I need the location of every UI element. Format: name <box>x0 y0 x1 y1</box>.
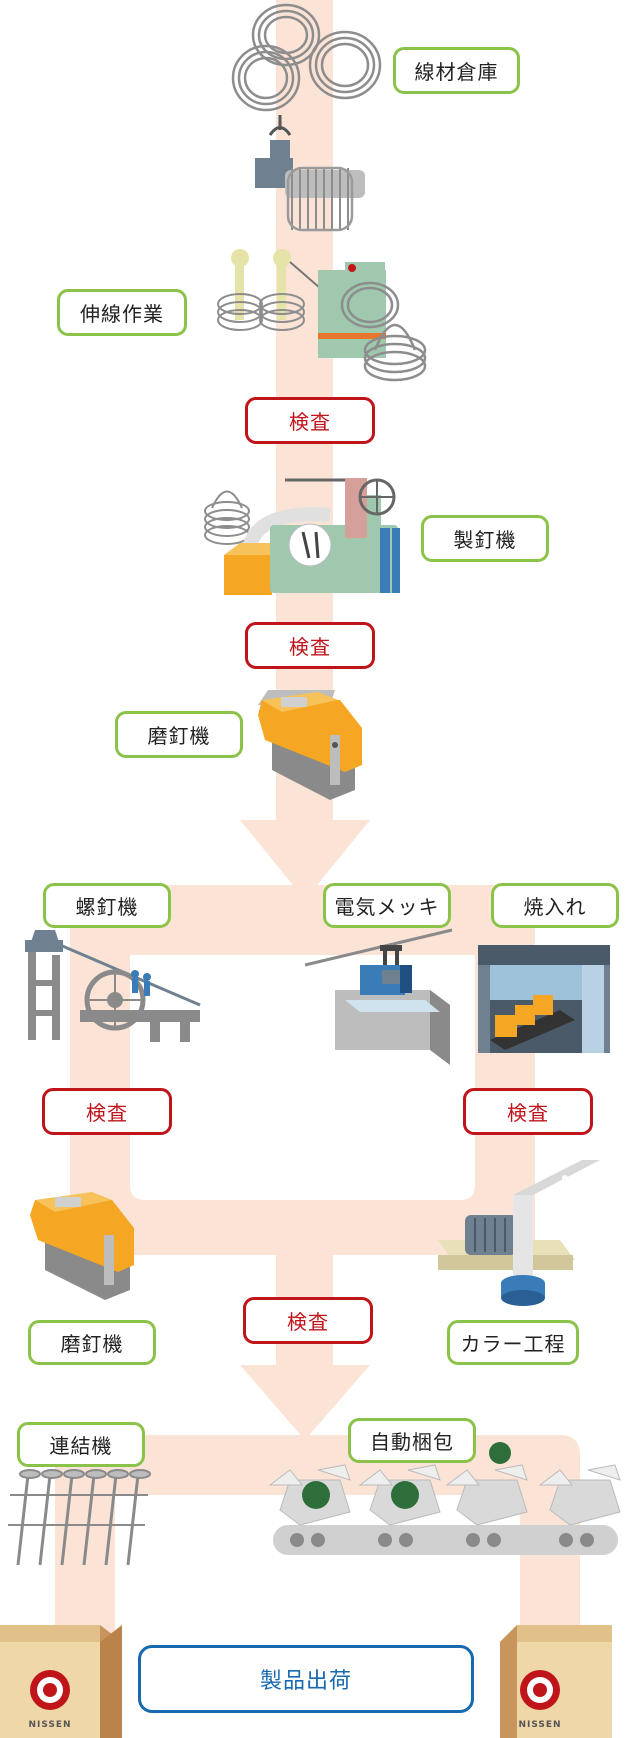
electroplating-tank-icon <box>304 928 453 1065</box>
flow-band <box>55 0 580 1640</box>
nail-polisher-icon <box>258 690 362 800</box>
coil-crane-icon <box>255 115 365 232</box>
step-quenching: 焼入れ <box>491 883 619 928</box>
step-polishing-2: 磨釘機 <box>28 1320 156 1365</box>
nail-making-machine-icon <box>204 478 400 595</box>
quenching-furnace-icon <box>478 945 610 1053</box>
inspection-3: 検査 <box>42 1088 172 1135</box>
step-nail-making: 製釘機 <box>421 515 549 562</box>
box-brand-left: NISSEN <box>28 1720 71 1730</box>
packing-conveyor-icon <box>268 1442 621 1555</box>
step-screw-nail: 螺釘機 <box>43 883 171 928</box>
nail-polisher-icon-2 <box>30 1192 134 1300</box>
color-coating-machine-icon <box>438 1160 600 1306</box>
product-box-right-icon <box>500 1625 612 1738</box>
wire-drawing-machine-icon <box>217 249 427 382</box>
product-box-left-icon <box>0 1625 122 1738</box>
screw-nail-machine-icon <box>25 930 201 1042</box>
step-auto-packing: 自動梱包 <box>348 1418 476 1463</box>
step-shipping: 製品出荷 <box>138 1645 474 1713</box>
inspection-4: 検査 <box>463 1088 593 1135</box>
step-wire-drawing: 伸線作業 <box>57 289 187 336</box>
inspection-5: 検査 <box>243 1297 373 1344</box>
wire-coils-icon <box>231 3 382 112</box>
collated-nails-icon <box>8 1469 151 1566</box>
step-polishing-1: 磨釘機 <box>115 711 243 758</box>
step-electroplating: 電気メッキ <box>323 883 451 928</box>
step-collating: 連結機 <box>17 1422 145 1467</box>
step-color-process: カラー工程 <box>447 1320 579 1365</box>
inspection-1: 検査 <box>245 397 375 444</box>
box-brand-right: NISSEN <box>518 1720 561 1730</box>
inspection-2: 検査 <box>245 622 375 669</box>
step-wire-warehouse: 線材倉庫 <box>393 47 520 94</box>
